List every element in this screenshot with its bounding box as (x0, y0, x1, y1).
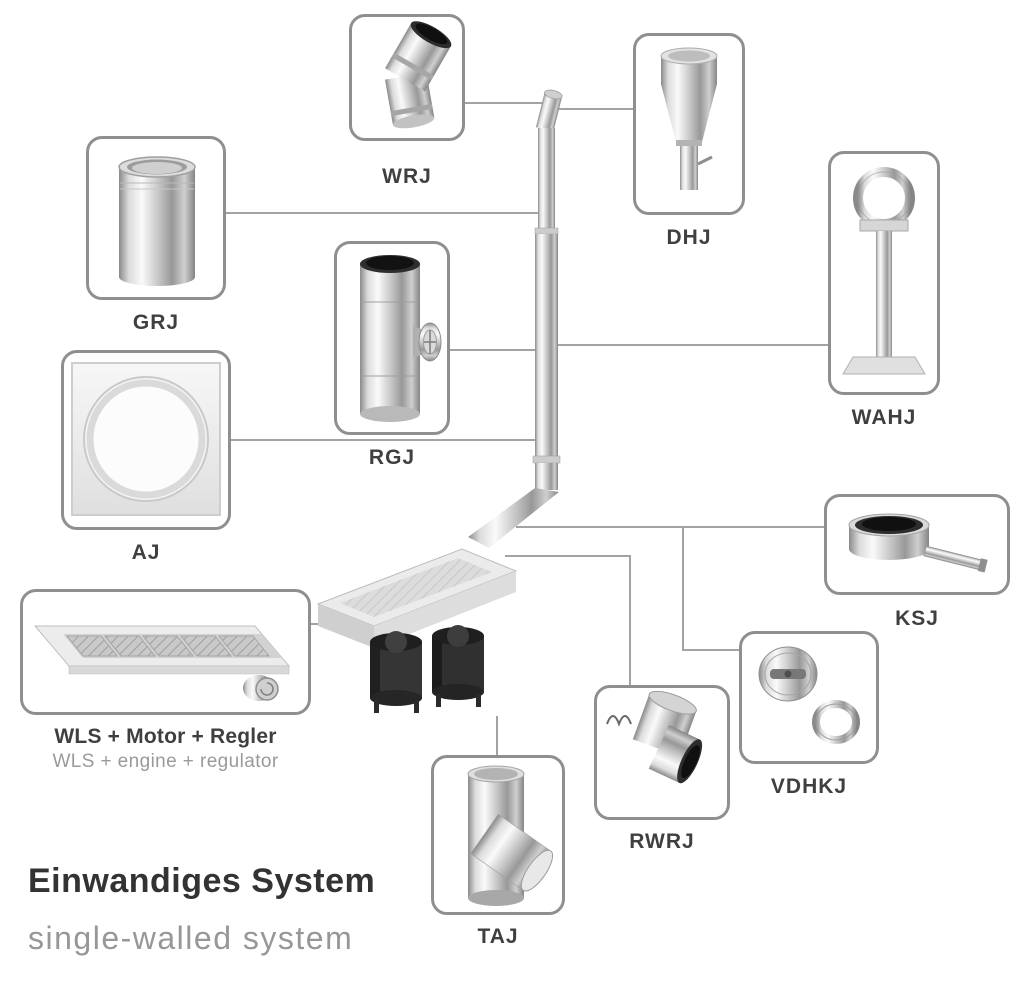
component-label-rwrj: RWRJ (629, 830, 695, 853)
component-label-taj: TAJ (477, 925, 519, 948)
component-box-grj (86, 136, 226, 300)
component-label-dhj: DHJ (666, 226, 712, 249)
component-box-rgj (334, 241, 450, 435)
component-box-ksj (824, 494, 1010, 595)
component-label-aj: AJ (131, 541, 161, 564)
component-box-aj (61, 350, 231, 530)
component-label-ksj: KSJ (895, 607, 939, 630)
rwrj-elbow-image (606, 690, 703, 784)
component-box-wls (20, 589, 311, 715)
connector-line-rwrj (505, 555, 631, 685)
component-label-wahj: WAHJ (851, 406, 917, 429)
dhj-cowl-image (660, 47, 718, 190)
wls-hood-image (33, 625, 291, 701)
ksj-condensate-image (848, 513, 988, 573)
component-label-rgj: RGJ (368, 446, 416, 469)
component-label-vdhkj: VDHKJ (770, 775, 848, 798)
page-title-english: single-walled system (28, 920, 354, 956)
component-label-grj: GRJ (132, 311, 180, 334)
grj-pipe-image (118, 156, 196, 286)
component-box-wrj (349, 14, 465, 141)
connector-lines (226, 102, 828, 755)
component-sublabel-wls: WLS + engine + regulator (52, 751, 279, 772)
component-box-taj (431, 755, 565, 915)
connector-line-vdhkj (682, 527, 739, 651)
component-box-rwrj (594, 685, 730, 820)
fan-motors (370, 625, 484, 713)
component-label-wrj: WRJ (382, 165, 432, 188)
component-box-wahj (828, 151, 940, 395)
chimney-pipe (468, 89, 563, 548)
wahj-support-image (842, 167, 926, 375)
taj-tee-image (467, 765, 554, 906)
wrj-elbow-image (384, 21, 452, 129)
component-label-wls: WLS + Motor + Regler (54, 725, 277, 748)
component-box-dhj (633, 33, 745, 215)
component-box-vdhkj (739, 631, 879, 764)
rgj-damper-pipe-image (360, 255, 442, 422)
aj-wall-plate-image (71, 362, 221, 516)
page-title-german: Einwandiges System (28, 862, 376, 900)
vdhkj-valves-image (758, 646, 860, 744)
hood-unit (316, 548, 518, 648)
